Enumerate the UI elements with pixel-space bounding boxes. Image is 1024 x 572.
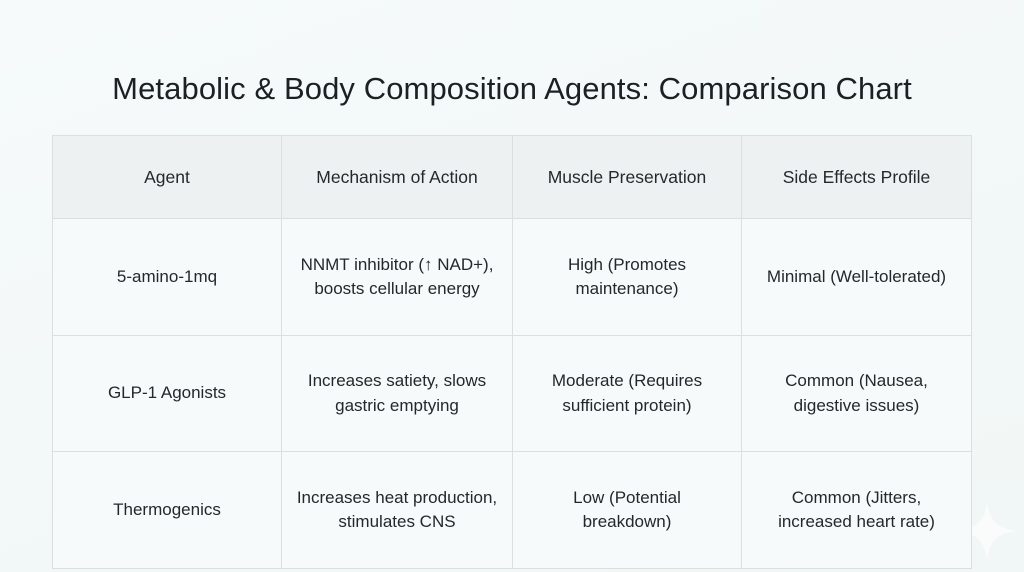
cell-mechanism: Increases heat production, stimulates CN… [281,451,513,569]
table-body: 5-amino-1mq NNMT inhibitor (↑ NAD+), boo… [52,218,972,569]
cell-muscle-preservation: High (Promotes maintenance) [512,218,742,336]
table-header-row: Agent Mechanism of Action Muscle Preserv… [52,135,972,219]
column-header-muscle-preservation: Muscle Preservation [512,135,742,219]
cell-side-effects: Minimal (Well-tolerated) [741,218,972,336]
cell-side-effects: Common (Jitters, increased heart rate) [741,451,972,569]
comparison-table: Agent Mechanism of Action Muscle Preserv… [52,135,972,569]
cell-muscle-preservation: Moderate (Requires sufficient protein) [512,335,742,452]
column-header-agent: Agent [52,135,282,219]
cell-agent: 5-amino-1mq [52,218,282,336]
table-row: Thermogenics Increases heat production, … [52,451,972,569]
table-header: Agent Mechanism of Action Muscle Preserv… [52,135,972,219]
cell-mechanism: NNMT inhibitor (↑ NAD+), boosts cellular… [281,218,513,336]
cell-mechanism: Increases satiety, slows gastric emptyin… [281,335,513,452]
column-header-side-effects-profile: Side Effects Profile [741,135,972,219]
comparison-table-container: Agent Mechanism of Action Muscle Preserv… [52,135,972,569]
cell-muscle-preservation: Low (Potential breakdown) [512,451,742,569]
cell-agent: GLP-1 Agonists [52,335,282,452]
page-title: Metabolic & Body Composition Agents: Com… [112,70,912,106]
column-header-mechanism-of-action: Mechanism of Action [281,135,513,219]
cell-side-effects: Common (Nausea, digestive issues) [741,335,972,452]
table-row: GLP-1 Agonists Increases satiety, slows … [52,335,972,452]
table-row: 5-amino-1mq NNMT inhibitor (↑ NAD+), boo… [52,218,972,336]
cell-agent: Thermogenics [52,451,282,569]
